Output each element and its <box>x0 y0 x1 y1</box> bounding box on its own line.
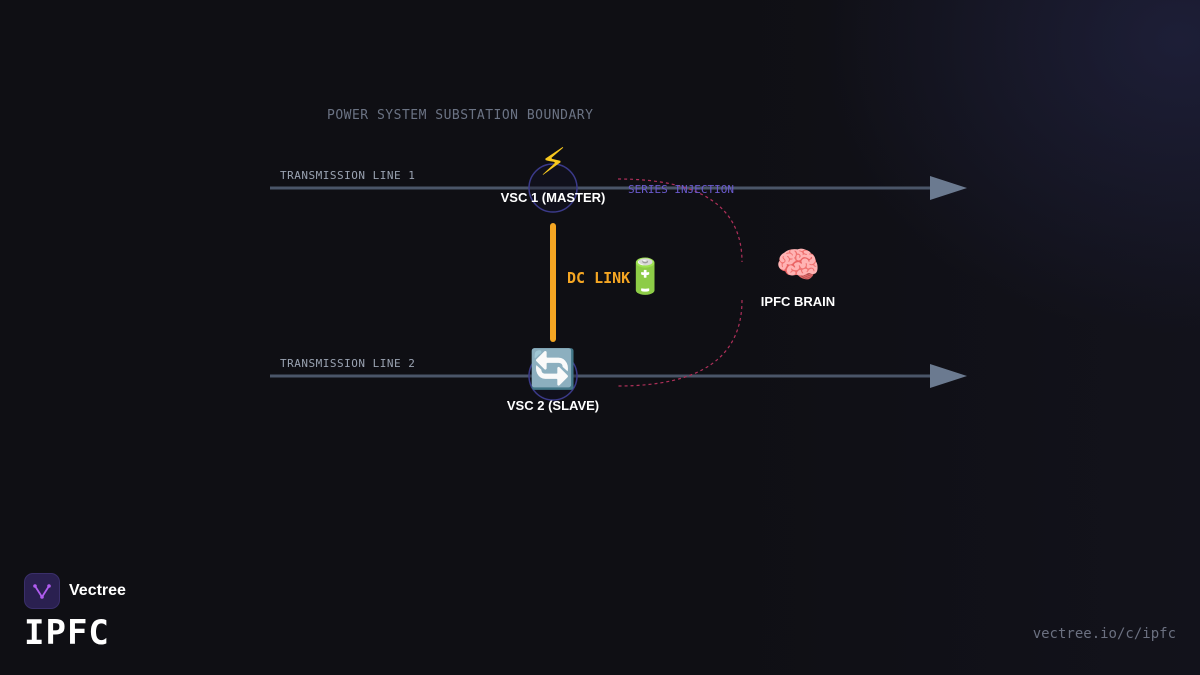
series-injection-path-lower <box>617 299 743 387</box>
transmission-line-1: TRANSMISSION LINE 1 <box>270 169 967 200</box>
vsc1-label: VSC 1 (MASTER) <box>501 190 606 205</box>
vectree-logo <box>24 573 60 609</box>
course-url[interactable]: vectree.io/c/ipfc <box>1032 626 1176 642</box>
brain-label: IPFC BRAIN <box>761 294 835 309</box>
vsc2-ring <box>528 351 578 401</box>
transmission-line-2: TRANSMISSION LINE 2 <box>270 357 967 388</box>
brand-name: Vectree <box>69 582 126 599</box>
line-1-label: TRANSMISSION LINE 1 <box>280 169 415 182</box>
vsc2-label: VSC 2 (SLAVE) <box>507 398 599 413</box>
refresh-icon: 🔄 <box>529 347 576 391</box>
brand-block: Vectree IPFC <box>24 573 126 653</box>
series-injection-path-upper <box>617 178 743 263</box>
vsc2-node: 🔄 VSC 2 (SLAVE) <box>507 347 599 413</box>
vectree-logo-icon <box>33 584 51 599</box>
ipfc-brain-node: 🧠 IPFC BRAIN <box>761 245 835 309</box>
series-injection-label: SERIES INJECTION <box>628 183 734 196</box>
brain-icon: 🧠 <box>776 245 821 286</box>
vsc1-ring <box>528 163 578 213</box>
line-2-label: TRANSMISSION LINE 2 <box>280 357 415 370</box>
product-title: IPFC <box>24 613 110 653</box>
dc-link-label: DC LINK <box>567 269 630 287</box>
battery-icon: 🔋 <box>624 257 666 297</box>
line-2-arrow <box>930 364 967 388</box>
brand-row: Vectree <box>24 573 126 609</box>
line-1-arrow <box>930 176 967 200</box>
vsc1-node: ⚡ VSC 1 (MASTER) <box>501 140 606 213</box>
substation-boundary-label: POWER SYSTEM SUBSTATION BOUNDARY <box>327 108 593 123</box>
lightning-icon: ⚡ <box>540 140 567 184</box>
